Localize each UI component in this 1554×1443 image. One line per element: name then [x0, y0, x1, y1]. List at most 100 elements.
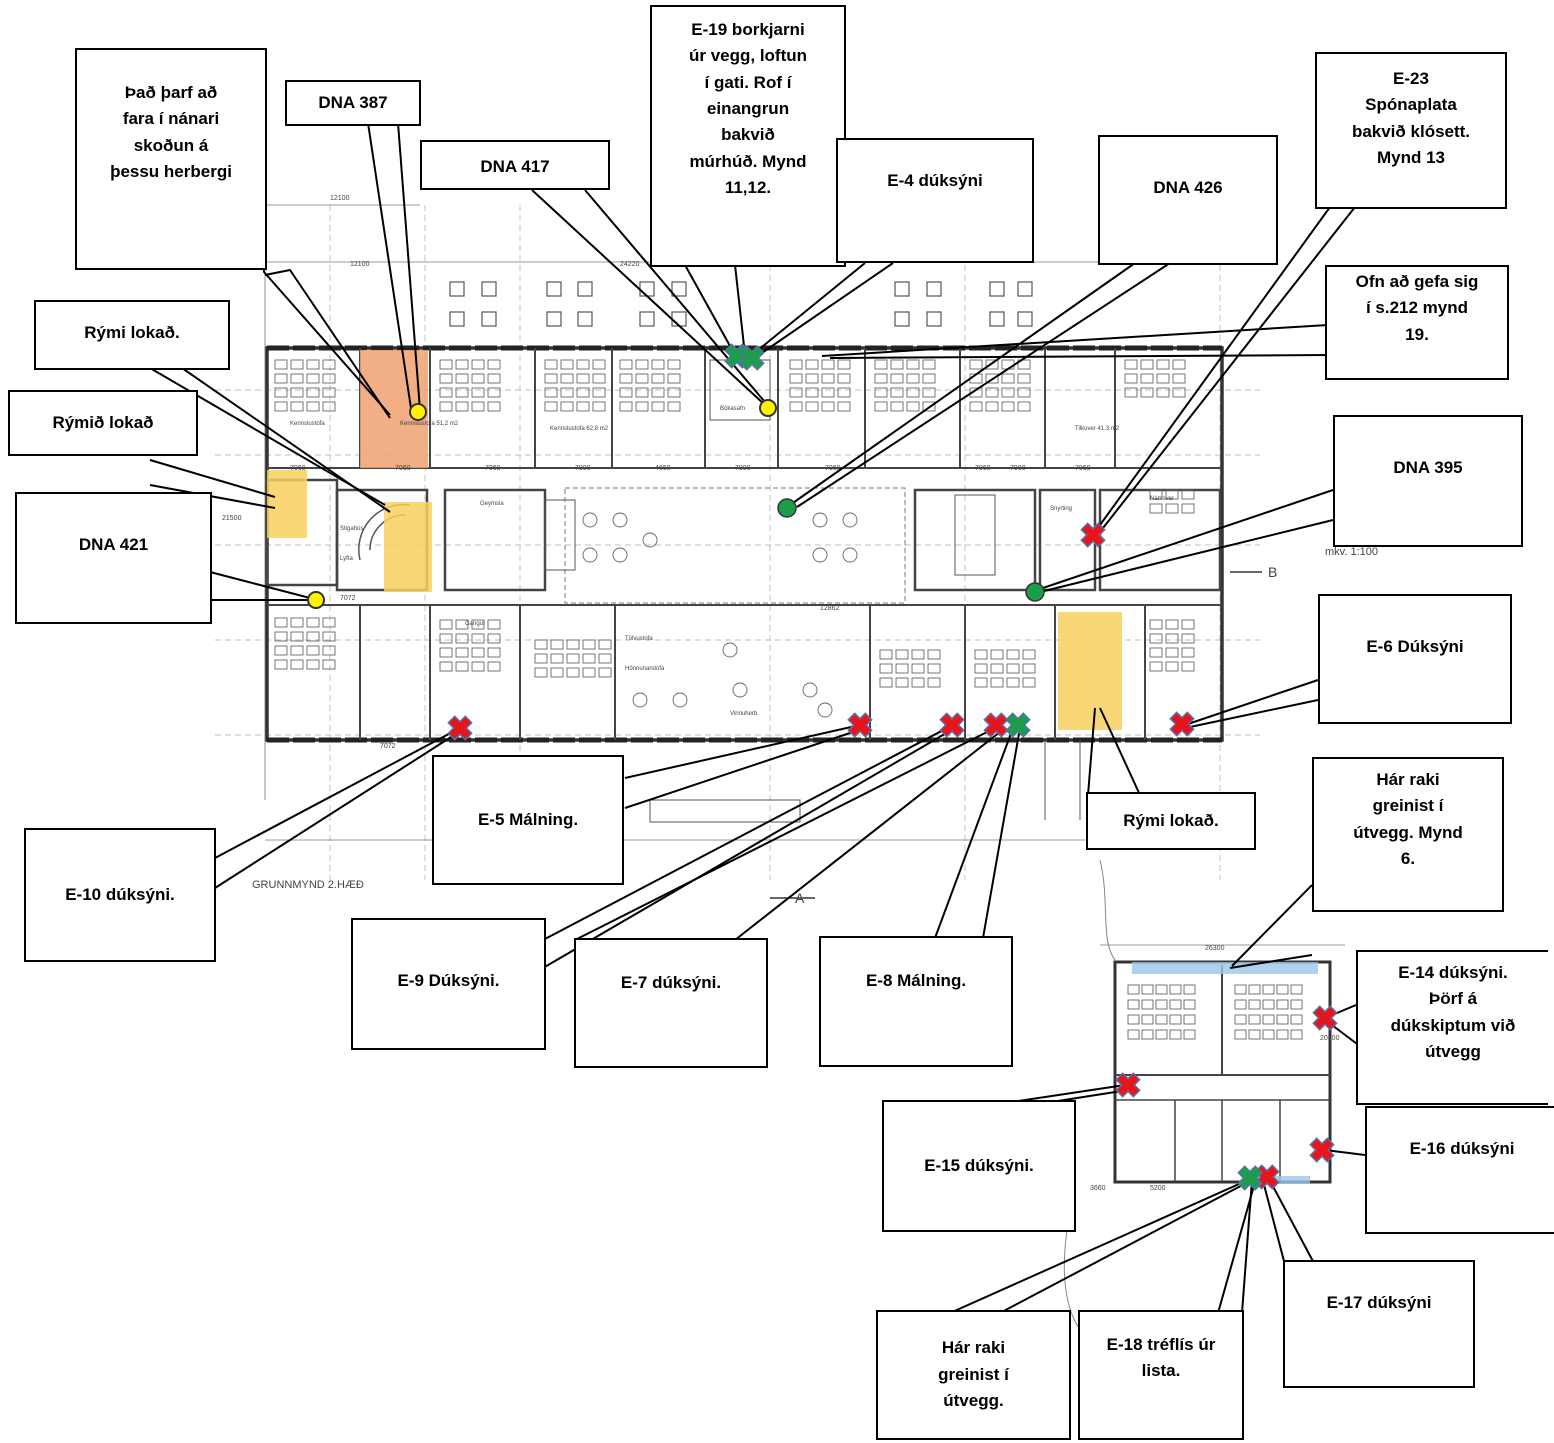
dimension-label: 24220: [620, 261, 640, 268]
leader-c12b: [1039, 519, 1334, 593]
dimension-label: 7900: [575, 465, 591, 472]
cross-e14: [1312, 1005, 1338, 1031]
cross-e5: [847, 712, 873, 738]
leader-c10: [149, 459, 276, 498]
dimension-label: 7060: [395, 465, 411, 472]
callout-e10: E-10 dúksýni.: [24, 828, 216, 962]
leader-c2b: [397, 122, 421, 411]
dimension-label: 20300: [1320, 1035, 1340, 1042]
callout-e19: E-19 borkjarni úr vegg, loftun í gati. R…: [650, 5, 846, 267]
dimension-label: 12100: [330, 195, 350, 202]
plan-scale: mkv. 1:100: [1325, 546, 1378, 558]
room-label: Stigahús: [340, 526, 363, 532]
leader-c12: [1036, 489, 1334, 591]
cross-e23: [1080, 522, 1106, 548]
leader-c14b: [624, 727, 866, 809]
cross-e18: [1237, 1165, 1263, 1191]
marker-dna-417: [759, 399, 777, 417]
callout-e23: E-23 Spónaplata bakvið klósett. Mynd 13: [1315, 52, 1507, 209]
callout-rymi-lokad-2: Rými lokað.: [1086, 792, 1256, 850]
leader-c20b: [982, 727, 1021, 939]
callout-e16: E-16 dúksýni: [1365, 1106, 1554, 1234]
dimension-label: 26300: [1205, 945, 1225, 952]
leader-c6b: [796, 262, 1171, 508]
leader-c25: [949, 1179, 1249, 1314]
leader-c23: [1324, 1149, 1366, 1156]
cross-e8: [1005, 712, 1031, 738]
annex-floor-plan: [1063, 859, 1345, 1331]
room-label: Kennslustofa 62,8 m2: [550, 426, 609, 432]
leader-c5b: [755, 262, 894, 358]
callout-e6: E-6 Dúksýni: [1318, 594, 1512, 724]
callout-e9: E-9 Dúksýni.: [351, 918, 546, 1050]
room-label: Lyfta: [340, 556, 353, 562]
cross-e9: [939, 712, 965, 738]
leader-c11: [209, 571, 311, 599]
room-label: Námsver: [1150, 496, 1174, 502]
leader-c7b: [1102, 206, 1356, 529]
dimension-label: 7060: [1075, 465, 1091, 472]
leader-c16b: [1099, 707, 1141, 796]
room-label: Gangur: [465, 621, 485, 627]
callout-dna-387: DNA 387: [285, 80, 421, 126]
marker-dna-395: [1025, 582, 1045, 602]
dimension-label: 7060: [825, 465, 841, 472]
room-label: Vinnuherb.: [730, 711, 759, 717]
callout-e17: E-17 dúksýni: [1283, 1260, 1475, 1388]
room-label: Tölvustofa: [625, 636, 653, 642]
leader-c3: [531, 189, 766, 406]
marker-dna-421: [307, 591, 325, 609]
room-label: Hönnunarstofa: [625, 666, 665, 672]
leader-c20: [934, 727, 1014, 939]
dimension-label: 3660: [1090, 1185, 1106, 1192]
cross-e15: [1115, 1072, 1141, 1098]
dimension-label: 7060: [975, 465, 991, 472]
dimension-label: 4660: [655, 465, 671, 472]
callout-rymi-lokad-1: Rými lokað.: [34, 300, 230, 370]
cross-e16: [1309, 1137, 1335, 1163]
cross-markers: [447, 343, 1338, 1191]
leader-c9b: [181, 367, 391, 513]
room-label: Bókasafn: [720, 406, 745, 412]
leader-c13b: [1189, 699, 1319, 728]
leader-c7: [1099, 206, 1331, 526]
callout-dna-426: DNA 426: [1098, 135, 1278, 265]
leader-c18: [542, 724, 954, 941]
leader-c8: [821, 324, 1329, 357]
leader-c3b: [584, 189, 771, 409]
callout-e8: E-8 Málning.: [819, 936, 1013, 1067]
room-label: Snyrting: [1050, 506, 1072, 512]
leader-c19b: [734, 727, 1006, 941]
room-label: Kennslustofa 51,2 m2: [400, 421, 459, 427]
leader-c18b: [542, 727, 956, 969]
dimension-label: 7060: [290, 465, 306, 472]
leader-c4: [684, 264, 736, 356]
leader-c5: [751, 262, 866, 356]
callout-e7: E-7 dúksýni.: [574, 938, 768, 1068]
callout-room-inspection: Það þarf að fara í nánari skoðun á þessu…: [75, 48, 267, 270]
section-label-b: B: [1268, 564, 1277, 580]
callout-har-raki-mynd6: Hár raki greinist í útvegg. Mynd 6.: [1312, 757, 1504, 912]
room-label: Geymsla: [480, 501, 504, 507]
section-label-a: A: [795, 890, 805, 906]
room-label: Tilkuver 41,3 m2: [1075, 426, 1120, 432]
marker-dna-387: [409, 403, 427, 421]
callout-ofn: Ofn að gefa sig í s.212 mynd 19.: [1325, 265, 1509, 380]
leader-c25b: [999, 1179, 1253, 1314]
dimension-label: 7900: [1010, 465, 1026, 472]
leader-c13: [1184, 679, 1319, 726]
leader-c6: [789, 262, 1136, 506]
marker-dna-426: [777, 498, 797, 518]
callout-e5: E-5 Málning.: [432, 755, 624, 885]
callout-dna-421: DNA 421: [15, 492, 212, 624]
dimension-label: 12862: [820, 605, 840, 612]
room-label: Kennslustofa: [290, 421, 325, 427]
cross-e7: [983, 712, 1009, 738]
dimension-label: 5200: [1150, 1185, 1166, 1192]
dimension-label: 7900: [735, 465, 751, 472]
leader-c8b: [829, 354, 1329, 359]
leader-c17b: [1231, 884, 1313, 967]
callout-dna-417: DNA 417: [420, 140, 610, 190]
cross-e4: [739, 345, 765, 371]
callout-rymid-lokad: Rýmið lokað: [8, 390, 198, 456]
